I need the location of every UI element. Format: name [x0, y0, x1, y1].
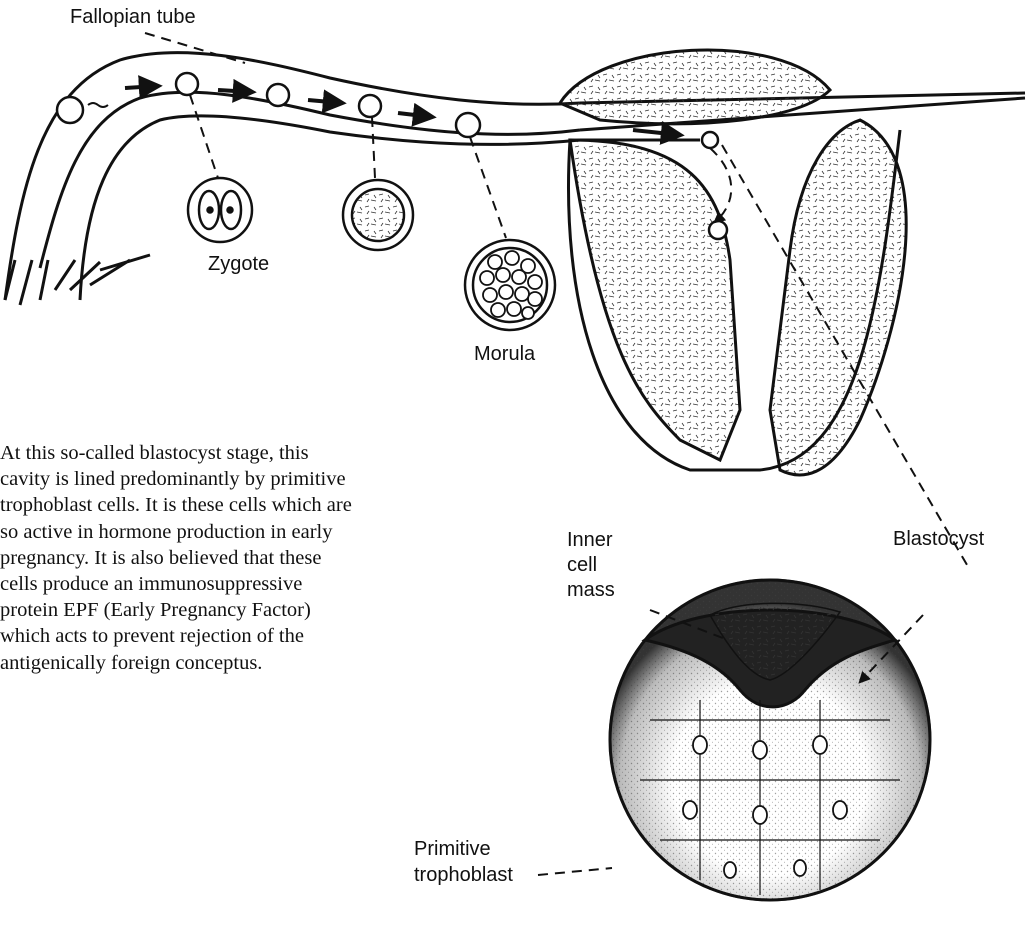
uterus [560, 50, 906, 475]
zygote-illustration [188, 178, 252, 242]
morula-illustration [465, 240, 555, 330]
description-paragraph: At this so-called blastocyst stage, this… [0, 440, 420, 676]
ovum [57, 97, 108, 123]
inner-cell-mass-label: Inner cell mass [567, 528, 615, 603]
morula-label: Morula [474, 343, 535, 366]
primitive-trophoblast-label: Primitive trophoblast [414, 836, 513, 888]
blastocyst-illustration [610, 580, 930, 900]
cleavage-stage-illustration [343, 180, 413, 250]
zygote-label: Zygote [208, 253, 269, 276]
blastocyst-label: Blastocyst [893, 528, 984, 551]
fallopian-tube-label: Fallopian tube [70, 6, 196, 29]
